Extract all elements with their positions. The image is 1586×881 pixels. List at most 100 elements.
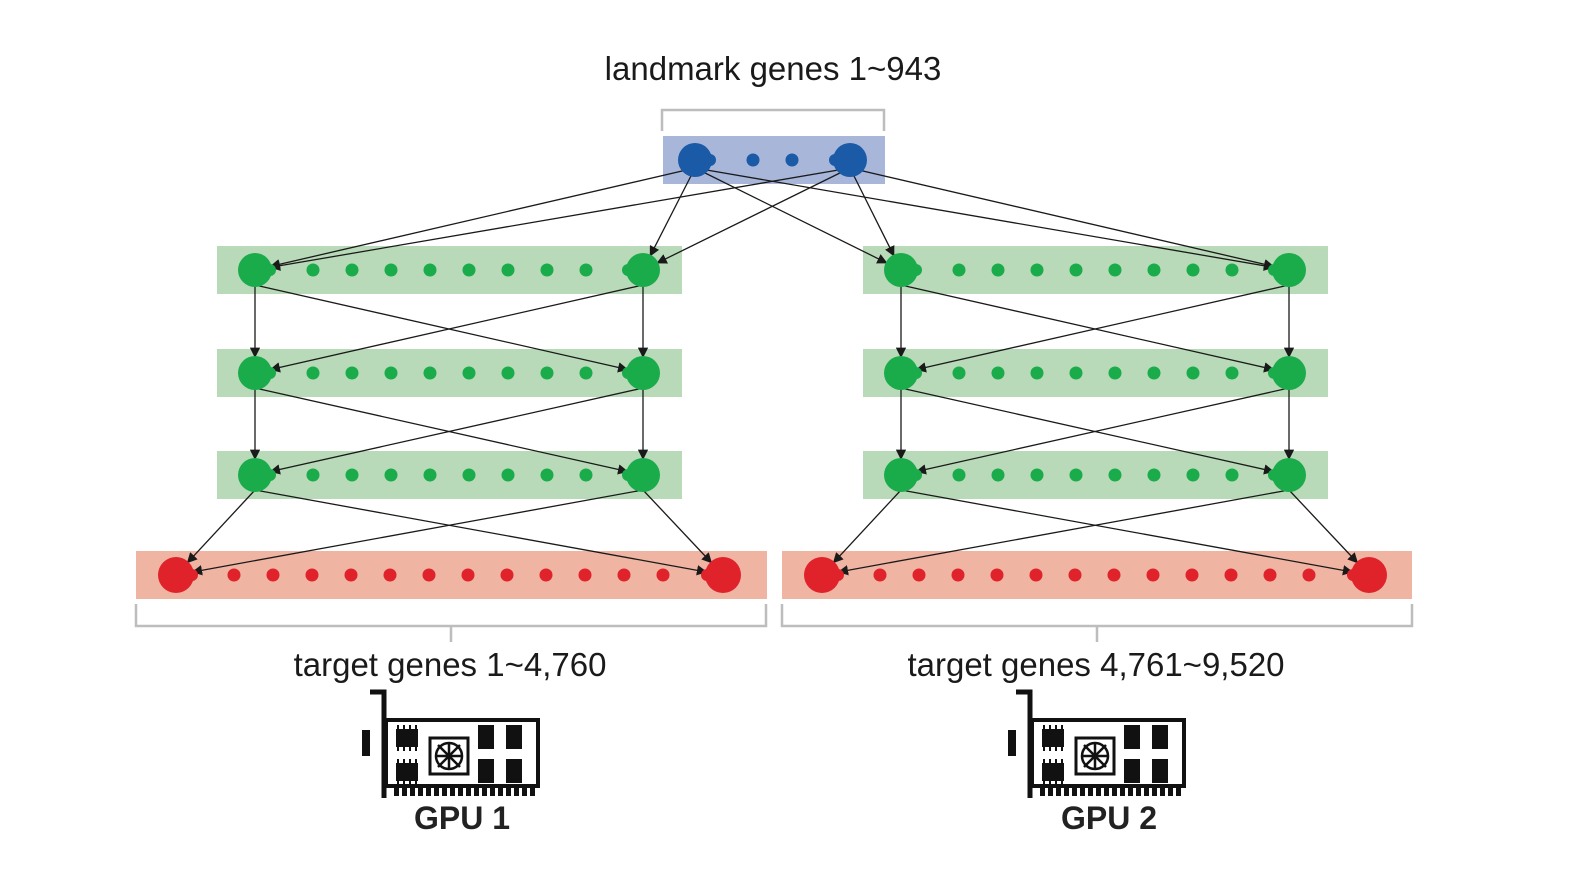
chip-pin (1061, 759, 1063, 763)
hidden-dot (1108, 263, 1122, 277)
bracket-tab (362, 730, 370, 756)
hidden-node (1272, 253, 1306, 287)
hidden-dot (384, 468, 398, 482)
hidden-node-knob (1268, 367, 1280, 379)
chip-pin (415, 781, 417, 785)
hidden-dot (306, 366, 320, 380)
output-dot (461, 568, 475, 582)
connection-arrow (849, 167, 895, 257)
hidden-dot (991, 468, 1005, 482)
hidden-dot (501, 468, 515, 482)
hidden-node (238, 356, 272, 390)
connector-pin (1064, 788, 1069, 796)
connection-arrow (837, 489, 1290, 576)
output-dot (951, 568, 965, 582)
chip (396, 729, 418, 747)
output-node-knob (1347, 569, 1359, 581)
chip-pin (409, 725, 411, 729)
hidden-node-knob (622, 367, 634, 379)
chip-pin (1055, 781, 1057, 785)
output-dot (617, 568, 631, 582)
output-node (158, 557, 194, 593)
hidden-dot (1108, 468, 1122, 482)
hidden-dot (1147, 366, 1161, 380)
output-node-knob (701, 569, 713, 581)
connector-pin (1096, 788, 1101, 796)
connector-pin (1112, 788, 1117, 796)
fan-blades (1082, 743, 1108, 769)
hidden-dot (1069, 468, 1083, 482)
connector-pin (1128, 788, 1133, 796)
memory-chip (478, 759, 494, 783)
connector-pin (466, 788, 471, 796)
hidden-node (1272, 458, 1306, 492)
connector-pin (1104, 788, 1109, 796)
connection-arrow (186, 489, 256, 564)
hidden-dot (345, 468, 359, 482)
landmark-node (833, 143, 867, 177)
connector-pin (394, 788, 399, 796)
hidden-dot (540, 366, 554, 380)
gpu-1-label: GPU 1 (413, 800, 511, 836)
hidden-dot (991, 263, 1005, 277)
chip (1042, 729, 1064, 747)
output-dot (656, 568, 670, 582)
chip-pin (1061, 747, 1063, 751)
chip-pin (1043, 747, 1045, 751)
connector-pin (506, 788, 511, 796)
hidden-dot (579, 366, 593, 380)
chip-pin (397, 725, 399, 729)
output-dot (1029, 568, 1043, 582)
hidden-dot (952, 366, 966, 380)
connection-arrow (900, 284, 1275, 373)
chip-pin (1049, 747, 1051, 751)
hidden-dot (1069, 366, 1083, 380)
landmark-genes-label: landmark genes 1~943 (604, 50, 942, 87)
hidden-dot (1030, 366, 1044, 380)
bracket-plate (1016, 689, 1033, 798)
output-dot (1107, 568, 1121, 582)
chip-pin (1049, 759, 1051, 763)
hidden-node (1272, 356, 1306, 390)
hidden-node (884, 253, 918, 287)
landmark-dot (785, 153, 799, 167)
hidden-node (884, 458, 918, 492)
memory-chip (478, 725, 494, 749)
output-dot (539, 568, 553, 582)
hidden-layer-band (217, 451, 682, 499)
hidden-dot (540, 468, 554, 482)
connection-arrow (694, 167, 1275, 271)
hidden-dot (1069, 263, 1083, 277)
connector-pin (498, 788, 503, 796)
connection-arrow (1288, 489, 1359, 564)
memory-chip (506, 725, 522, 749)
connection-arrow (254, 489, 708, 576)
connector-pin (1120, 788, 1125, 796)
hidden-dot (952, 263, 966, 277)
chip-pin (1055, 759, 1057, 763)
hidden-dot (1030, 468, 1044, 482)
connector-pin (490, 788, 495, 796)
connector-pin (514, 788, 519, 796)
hidden-node-knob (910, 469, 922, 481)
hidden-dot (1186, 366, 1200, 380)
connection-arrow (900, 489, 1354, 576)
chip-pin (403, 759, 405, 763)
target-genes-right-label: target genes 4,761~9,520 (907, 646, 1285, 683)
chip-pin (1055, 725, 1057, 729)
hidden-node (884, 356, 918, 390)
chip-pin (1061, 781, 1063, 785)
hidden-dot (1225, 366, 1239, 380)
output-dot (500, 568, 514, 582)
chip-pin (1043, 759, 1045, 763)
hidden-node (626, 356, 660, 390)
output-dot (266, 568, 280, 582)
hidden-layer-band (217, 246, 682, 294)
hidden-node-knob (910, 367, 922, 379)
output-dot (1185, 568, 1199, 582)
hidden-dot (1186, 468, 1200, 482)
hidden-dot (423, 366, 437, 380)
connector-pin (450, 788, 455, 796)
hidden-dot (462, 366, 476, 380)
hidden-node-knob (264, 367, 276, 379)
